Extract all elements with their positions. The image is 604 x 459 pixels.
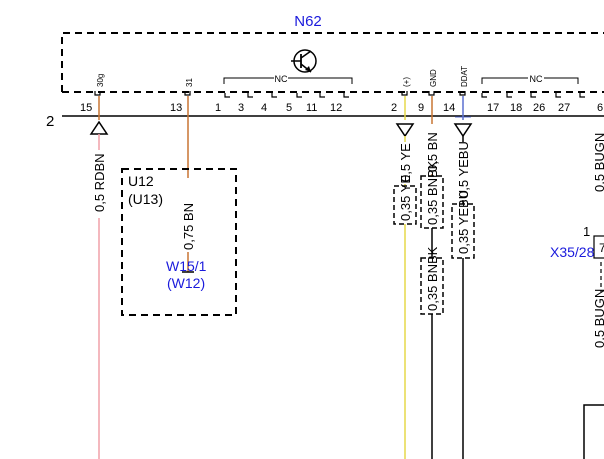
wire-pin-2: 0,5 YE 0,35 YE (393, 96, 417, 459)
pin-number: 18 (510, 102, 522, 114)
module-title: N62 (294, 13, 322, 30)
pin-number: 13 (170, 102, 182, 114)
pin-number: 9 (418, 102, 424, 114)
nc-label-right: NC (530, 74, 543, 84)
wire-pin-15: 0,5 RDBN (89, 96, 109, 459)
wire-label: 0,35 YEBU (456, 190, 471, 254)
wire-label: 0,5 BN (425, 132, 440, 172)
component-label: (U13) (128, 191, 163, 207)
wire-label-box (420, 257, 444, 315)
module-frame (61, 32, 604, 92)
pin-number: 27 (558, 102, 570, 114)
wire-label: 0,5 BUGN (592, 289, 604, 348)
connector-triangle-icon (453, 123, 473, 138)
wire-label-box (393, 185, 417, 225)
nc-label-left: NC (275, 74, 288, 84)
connector-label: X35/28 (550, 244, 595, 260)
wire-pin-14: 0,5 YEBU 0,35 YEBU (451, 96, 475, 459)
wire-label: 0,5 BUGN (592, 133, 604, 192)
wire-label: 0,5 YEBU (456, 141, 471, 198)
wire-label: 0,5 YE (398, 143, 413, 182)
pin-number: 2 (391, 102, 397, 114)
ground-label: (W12) (167, 275, 205, 291)
wire-pin-13: 0,75 BN (180, 96, 196, 273)
pin-number: 17 (487, 102, 499, 114)
wire-label: 0,35 BNBK (425, 246, 440, 311)
module-n62: N62 2 NC NC 30g 31 (+) GND DDAT (46, 13, 604, 130)
pin-number: 26 (533, 102, 545, 114)
connector-label: 2 (46, 113, 54, 130)
wire-label: 0,35 BNBK (425, 160, 440, 225)
pin-number: 1 (215, 102, 221, 114)
pin-number: 6 (597, 102, 603, 114)
pin-13-function: 31 (185, 78, 194, 87)
connector-x35-box (593, 235, 604, 259)
pin-9-function: GND (429, 69, 438, 87)
component-label: U12 (128, 173, 154, 189)
component-u12: U12 (U13) W15/1 (W12) (121, 168, 237, 316)
nc-bracket-right: NC (481, 72, 579, 84)
wire-label-box (451, 203, 475, 259)
pin-number: 1 (583, 224, 590, 239)
pin-number: 4 (261, 102, 267, 114)
pin-number: 7 (599, 241, 604, 255)
pin-number: 3 (238, 102, 244, 114)
pin-number: 11 (306, 102, 317, 114)
pin-2-function: (+) (402, 77, 411, 87)
pin-number: 15 (80, 102, 92, 114)
pin-markers (94, 91, 585, 98)
pin-14-function: DDAT (460, 66, 469, 87)
wire-label: 0,35 YE (398, 175, 413, 221)
wire-pin-9: 0,5 BN 0,35 BNBK 0,35 BNBK (420, 96, 444, 459)
right-partial: 0,5 BUGN 1 7 X35/28 0,5 BUGN (550, 133, 604, 459)
connector-triangle-icon (89, 120, 109, 135)
pin-number: 12 (330, 102, 342, 114)
connector-triangle-icon (395, 123, 415, 138)
pin-number: 14 (443, 102, 455, 114)
pin-number: 5 (286, 102, 292, 114)
transistor-icon (291, 49, 317, 73)
pin-15-function: 30g (96, 74, 105, 87)
wire-label-box (420, 175, 444, 229)
nc-bracket-left: NC (223, 72, 353, 84)
ground-label: W15/1 (166, 258, 207, 274)
wire-label: 0,75 BN (181, 203, 196, 250)
component-box-partial (583, 404, 604, 459)
wire-label: 0,5 RDBN (92, 153, 107, 212)
